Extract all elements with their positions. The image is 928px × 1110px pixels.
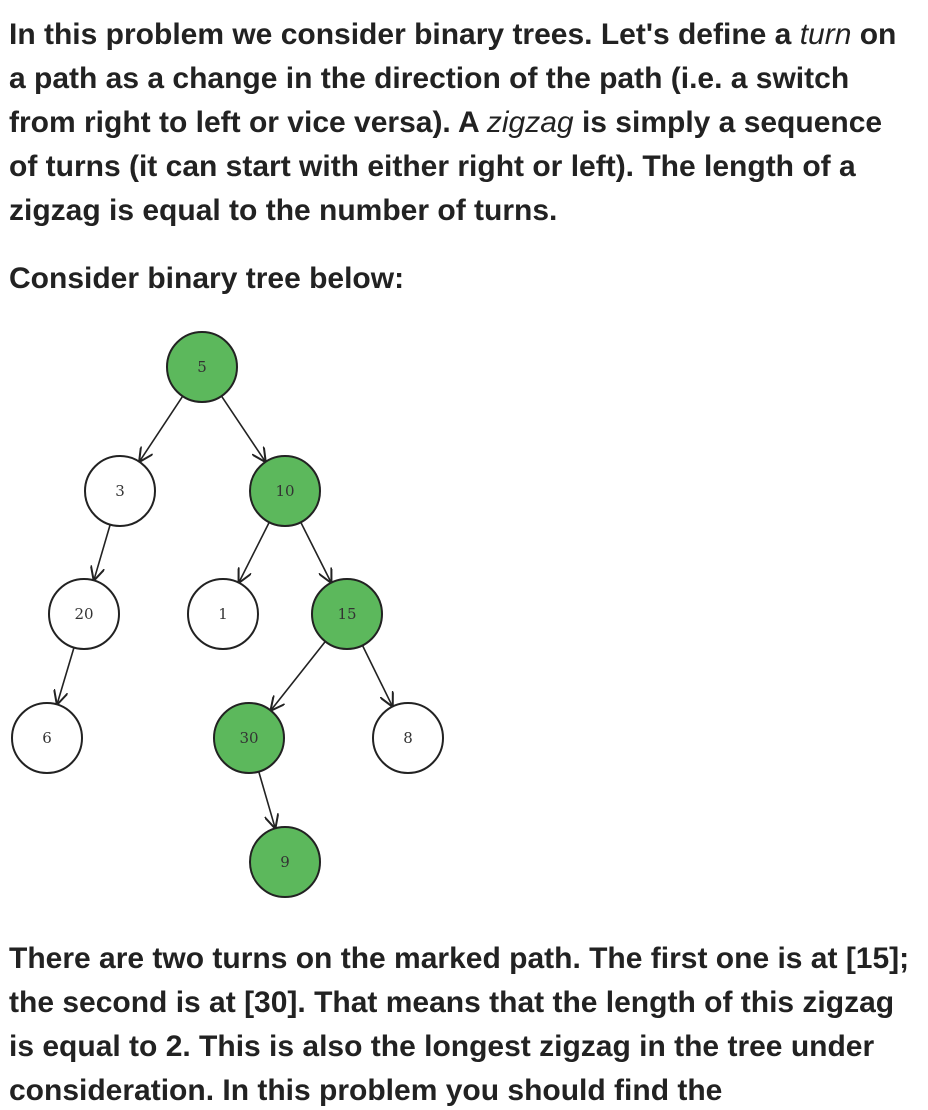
tree-edge-15-8 bbox=[361, 645, 392, 705]
tree-edge-10-15 bbox=[300, 521, 331, 582]
explanation-paragraph: There are two turns on the marked path. … bbox=[9, 942, 910, 1107]
tree-node-3: 3 bbox=[84, 455, 156, 527]
binary-tree-diagram: 5 3 10 20 1 15 6 30 8 9 bbox=[11, 331, 444, 898]
tree-node-8: 8 bbox=[372, 702, 444, 774]
tree-node-circle bbox=[166, 331, 238, 403]
tree-node-circle bbox=[249, 455, 321, 527]
tree-edge-30-9 bbox=[257, 771, 275, 828]
tree-node-label: 30 bbox=[239, 729, 258, 747]
tree-node-label: 15 bbox=[337, 605, 356, 623]
intro-text-a: In this problem we consider binary trees… bbox=[9, 18, 800, 51]
tree-node-1: 1 bbox=[187, 578, 259, 650]
intro-text-c: on a path as a change in the direction o… bbox=[9, 18, 897, 139]
tree-edge-5-3 bbox=[140, 395, 184, 461]
tree-node-label: 10 bbox=[275, 482, 294, 500]
tree-node-label: 6 bbox=[42, 729, 52, 747]
tree-node-5: 5 bbox=[166, 331, 238, 403]
tree-node-circle bbox=[11, 702, 83, 774]
tree-node-label: 9 bbox=[280, 853, 290, 871]
tree-node-circle bbox=[187, 578, 259, 650]
tree-node-circle bbox=[48, 578, 120, 650]
term-zigzag: zigzag bbox=[486, 106, 574, 139]
tree-node-9: 9 bbox=[249, 826, 321, 898]
tree-node-label: 8 bbox=[403, 729, 413, 747]
tree-edge-5-10 bbox=[220, 395, 265, 461]
tree-node-circle bbox=[372, 702, 444, 774]
tree-node-circle bbox=[311, 578, 383, 650]
tree-intro-paragraph: Consider binary tree below: bbox=[9, 262, 405, 295]
tree-node-20: 20 bbox=[48, 578, 120, 650]
tree-node-label: 1 bbox=[218, 605, 228, 623]
tree-node-label: 20 bbox=[74, 605, 93, 623]
tree-edge-10-1 bbox=[239, 521, 270, 582]
intro-paragraph: In this problem we consider binary trees… bbox=[9, 13, 914, 233]
tree-edge-3-20 bbox=[94, 524, 111, 580]
intro-text-e: is simply a sequence of turns (it can st… bbox=[9, 106, 883, 227]
tree-edge-15-30 bbox=[271, 640, 326, 709]
tree-node-circle bbox=[249, 826, 321, 898]
tree-node-10: 10 bbox=[249, 455, 321, 527]
term-turn: turn bbox=[799, 18, 852, 51]
tree-node-label: 5 bbox=[197, 358, 207, 376]
tree-node-15: 15 bbox=[311, 578, 383, 650]
tree-node-circle bbox=[213, 702, 285, 774]
tree-node-circle bbox=[84, 455, 156, 527]
tree-node-30: 30 bbox=[213, 702, 285, 774]
tree-node-6: 6 bbox=[11, 702, 83, 774]
tree-edge-20-6 bbox=[57, 647, 75, 704]
tree-node-label: 3 bbox=[115, 482, 125, 500]
